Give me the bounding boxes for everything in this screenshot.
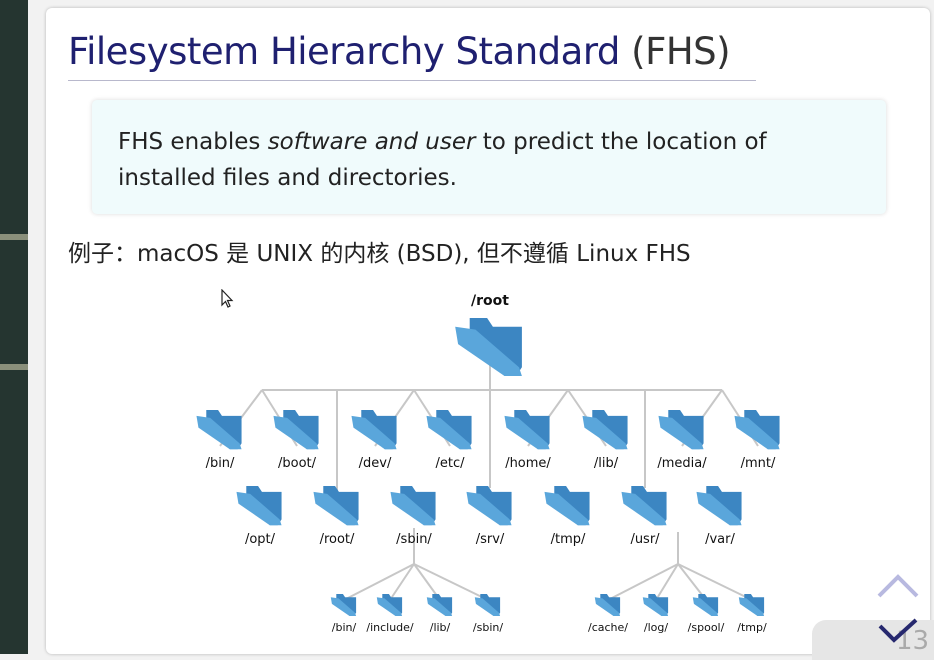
folder-icon <box>236 486 282 526</box>
left-panel-strip <box>0 0 28 654</box>
tree-nodes: /root/bin/ /boot/ /dev/ /etc/ /home/ /lib/ /me… <box>196 293 780 634</box>
tree-node-label: /usr/ <box>630 532 660 547</box>
folder-icon <box>582 410 628 450</box>
tree-node-label: /root <box>471 293 509 309</box>
tree-connector <box>607 563 679 601</box>
folder-icon <box>426 594 453 616</box>
folder-icon <box>692 594 719 616</box>
tree-node-label: /cache/ <box>588 621 628 634</box>
webcam-overlay <box>812 620 934 660</box>
folder-icon <box>196 410 242 450</box>
fhs-tree-diagram: /root/bin/ /boot/ /dev/ /etc/ /home/ /lib/ /me… <box>196 293 780 634</box>
tree-node-label: /tmp/ <box>551 532 586 547</box>
definition-callout: FHS enables software and user to predict… <box>92 100 886 214</box>
tree-node-label: /tmp/ <box>737 621 767 634</box>
tree-node-label: /home/ <box>505 456 551 471</box>
tree-node-label: /lib/ <box>594 456 619 471</box>
tree-node-label: /spool/ <box>688 621 725 634</box>
tree-node-label: /var/ <box>705 532 735 547</box>
checkmark-icon[interactable] <box>876 616 920 646</box>
mouse-cursor-icon <box>221 289 234 308</box>
tree-node-label: /log/ <box>644 621 668 634</box>
folder-icon <box>474 594 501 616</box>
folder-icon <box>313 486 359 526</box>
tree-node-label: /mnt/ <box>741 456 776 471</box>
tree-node-label: /opt/ <box>245 532 276 547</box>
folder-icon <box>376 594 403 616</box>
folder-icon <box>738 594 765 616</box>
slide-title: Filesystem Hierarchy Standard (FHS) <box>68 30 731 73</box>
tree-node-label: /media/ <box>657 456 707 471</box>
tree-node-label: /etc/ <box>435 456 465 471</box>
folder-icon <box>330 594 357 616</box>
folder-icon <box>504 410 550 450</box>
tree-connector <box>655 563 679 601</box>
folder-icon <box>621 486 667 526</box>
tree-connector <box>677 563 753 601</box>
tree-connector <box>389 563 415 601</box>
tree-node-label: /sbin/ <box>473 621 503 634</box>
folder-icon <box>455 318 522 376</box>
callout-text: FHS enables software and user to predict… <box>118 124 858 196</box>
folder-icon <box>594 594 621 616</box>
tree-node-label: /root/ <box>320 532 355 547</box>
folder-icon <box>642 594 669 616</box>
tree-connector <box>343 563 415 601</box>
folder-icon <box>696 486 742 526</box>
folder-icon <box>544 486 590 526</box>
tree-node-label: /lib/ <box>430 621 451 634</box>
tree-node-label: /dev/ <box>359 456 392 471</box>
tree-node-label: /boot/ <box>278 456 317 471</box>
slide-title-main: Filesystem Hierarchy Standard <box>68 30 620 73</box>
folder-icon <box>351 410 397 450</box>
tree-connector <box>413 563 489 601</box>
tree-node-label: /include/ <box>366 621 414 634</box>
folder-icon <box>273 410 319 450</box>
slide-title-abbrev: (FHS) <box>631 30 731 73</box>
title-divider <box>68 80 756 81</box>
tree-node-label: /sbin/ <box>396 532 432 547</box>
tree-node-label: /srv/ <box>476 532 505 547</box>
tree-node-label: /bin/ <box>206 456 235 471</box>
chevron-up-icon[interactable] <box>876 572 920 600</box>
folder-icon <box>426 410 472 450</box>
callout-text-emphasis: software and user <box>267 129 476 155</box>
callout-text-start: FHS enables <box>118 129 268 155</box>
strip-marker <box>0 364 28 370</box>
callout-text-end: to predict the location of installed fil… <box>118 129 767 191</box>
folder-icon <box>658 410 704 450</box>
folder-icon <box>466 486 512 526</box>
folder-icon <box>734 410 780 450</box>
strip-marker <box>0 234 28 240</box>
tree-node-label: /bin/ <box>332 621 357 634</box>
example-line: 例子：macOS 是 UNIX 的内核 (BSD), 但不遵循 Linux FH… <box>68 241 691 267</box>
folder-icon <box>390 486 436 526</box>
